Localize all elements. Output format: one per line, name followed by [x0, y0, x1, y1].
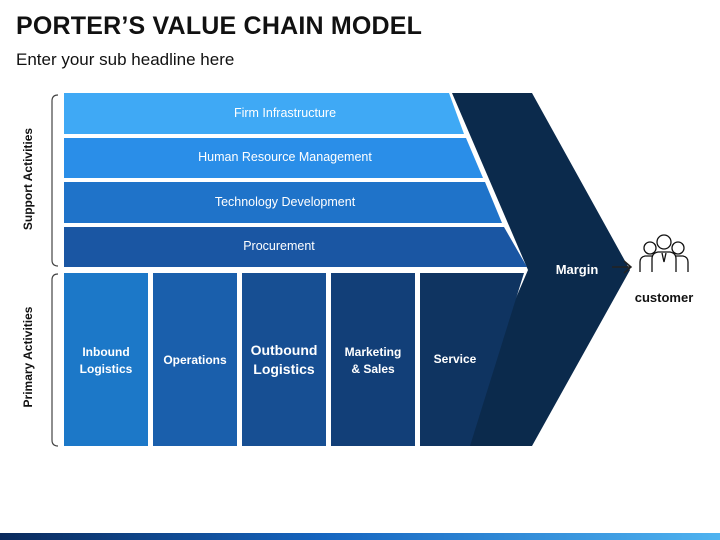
support-bracket	[51, 94, 59, 267]
support-bar-firm-infrastructure	[64, 93, 464, 134]
primary-col-label: Operations	[163, 353, 227, 367]
primary-col-label: Inbound	[82, 345, 129, 359]
margin-label: Margin	[556, 262, 599, 277]
page-title: PORTER’S VALUE CHAIN MODEL	[16, 12, 423, 40]
primary-activities: Inbound Logistics Operations Outbound Lo…	[64, 273, 524, 446]
primary-col-label: Logistics	[80, 362, 133, 376]
primary-bracket	[51, 273, 59, 447]
support-activities: Firm Infrastructure Human Resource Manag…	[64, 93, 527, 267]
arrow-right-icon	[612, 260, 633, 274]
page-subtitle: Enter your sub headline here	[16, 50, 235, 69]
primary-col-inbound-logistics	[64, 273, 148, 446]
support-bar-label: Firm Infrastructure	[234, 106, 336, 120]
footer-bar	[0, 533, 720, 540]
primary-col-outbound-logistics	[242, 273, 326, 446]
primary-col-marketing-sales	[331, 273, 415, 446]
customer-label: customer	[634, 290, 694, 305]
support-bar-label: Procurement	[243, 239, 315, 253]
support-bar-human-resource-management	[64, 138, 483, 178]
primary-col-label: Marketing	[345, 345, 402, 359]
primary-col-label: Logistics	[253, 361, 315, 377]
primary-col-service	[420, 273, 524, 446]
people-group-icon	[639, 234, 689, 272]
support-bar-label: Technology Development	[215, 195, 356, 209]
primary-col-label: Service	[434, 352, 477, 366]
primary-col-operations	[153, 273, 237, 446]
primary-col-label: Outbound	[251, 342, 318, 358]
support-bar-procurement	[64, 227, 527, 267]
primary-col-label: & Sales	[351, 362, 395, 376]
support-bar-label: Human Resource Management	[198, 150, 372, 164]
support-bar-technology-development	[64, 182, 502, 223]
